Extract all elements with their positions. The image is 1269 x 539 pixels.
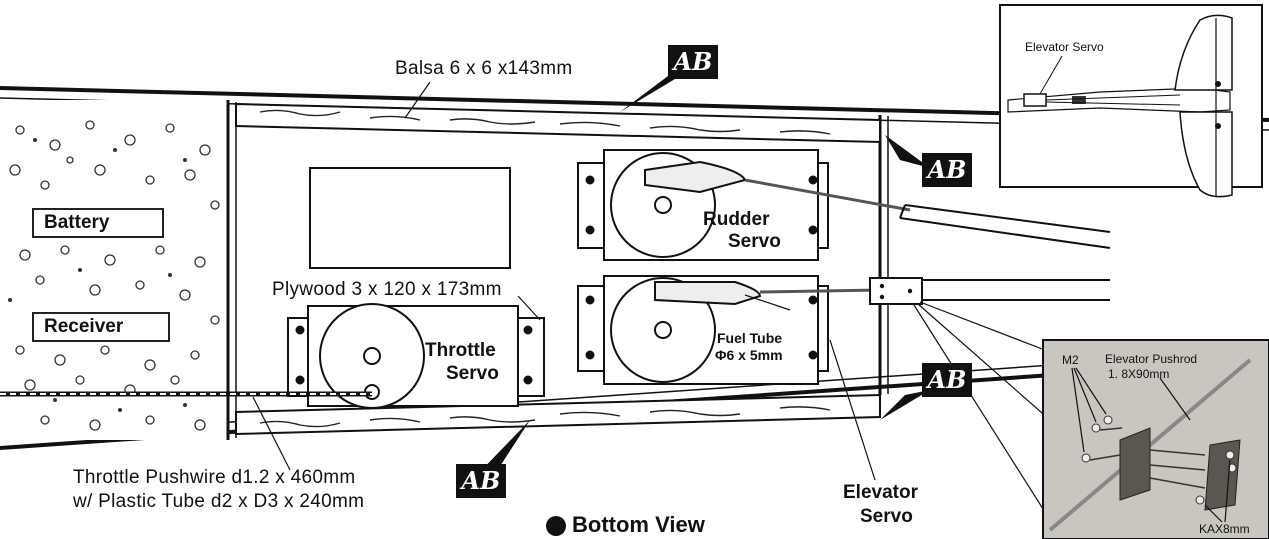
tail-inset [999, 4, 1263, 198]
pushrod-connector [869, 277, 923, 305]
rudder-servo [577, 149, 829, 261]
rudder-servo-label-2: Servo [728, 231, 781, 252]
kax-label: KAX8mm [1199, 522, 1250, 536]
plywood-tray [226, 100, 889, 440]
battery-label: Battery [32, 208, 164, 238]
rudder-servo-label-1: Rudder [703, 209, 770, 230]
throttle-servo [287, 303, 545, 409]
throttle-servo-label-2: Servo [446, 363, 499, 384]
pushrod-label-1: Elevator Pushrod [1105, 352, 1198, 366]
elevator-servo [577, 275, 829, 385]
receiver-label: Receiver [32, 312, 170, 342]
balsa-label: Balsa 6 x 6 x143mm [395, 58, 573, 79]
foam-compartment [0, 100, 228, 440]
ab-badge-top: AB [668, 45, 718, 79]
balsa-strip-top [235, 102, 881, 144]
throttle-servo-label-1: Throttle [425, 340, 496, 361]
fuel-tube-label-1: Fuel Tube [717, 330, 783, 346]
ab-badge-right-bottom: AB [922, 363, 972, 397]
plywood-label: Plywood 3 x 120 x 173mm [272, 279, 502, 300]
ab-badge-bottom: AB [456, 464, 506, 498]
elevator-pushrod [759, 288, 881, 294]
rudder-pushrod [744, 178, 1111, 249]
m2-label: M2 [1062, 353, 1079, 367]
view-title: Bottom View [572, 512, 705, 537]
pushwire-label-2: w/ Plastic Tube d2 x D3 x 240mm [73, 491, 365, 512]
pushwire-label-1: Throttle Pushwire d1.2 x 460mm [73, 467, 356, 488]
balsa-strip-bottom [235, 393, 881, 436]
ab-badge-right-top: AB [922, 153, 972, 187]
tank-outline [309, 167, 511, 269]
hardware-photo [1042, 339, 1269, 539]
bullet-dot [546, 516, 566, 536]
inset-elevator-servo-label: Elevator Servo [1025, 40, 1104, 54]
elevator-servo-label-2: Servo [860, 506, 913, 527]
elevator-servo-label-1: Elevator [843, 482, 918, 503]
fuel-tube-label-2: Φ6 x 5mm [715, 347, 783, 363]
pushrod-label-2: 1. 8X90mm [1108, 367, 1170, 381]
